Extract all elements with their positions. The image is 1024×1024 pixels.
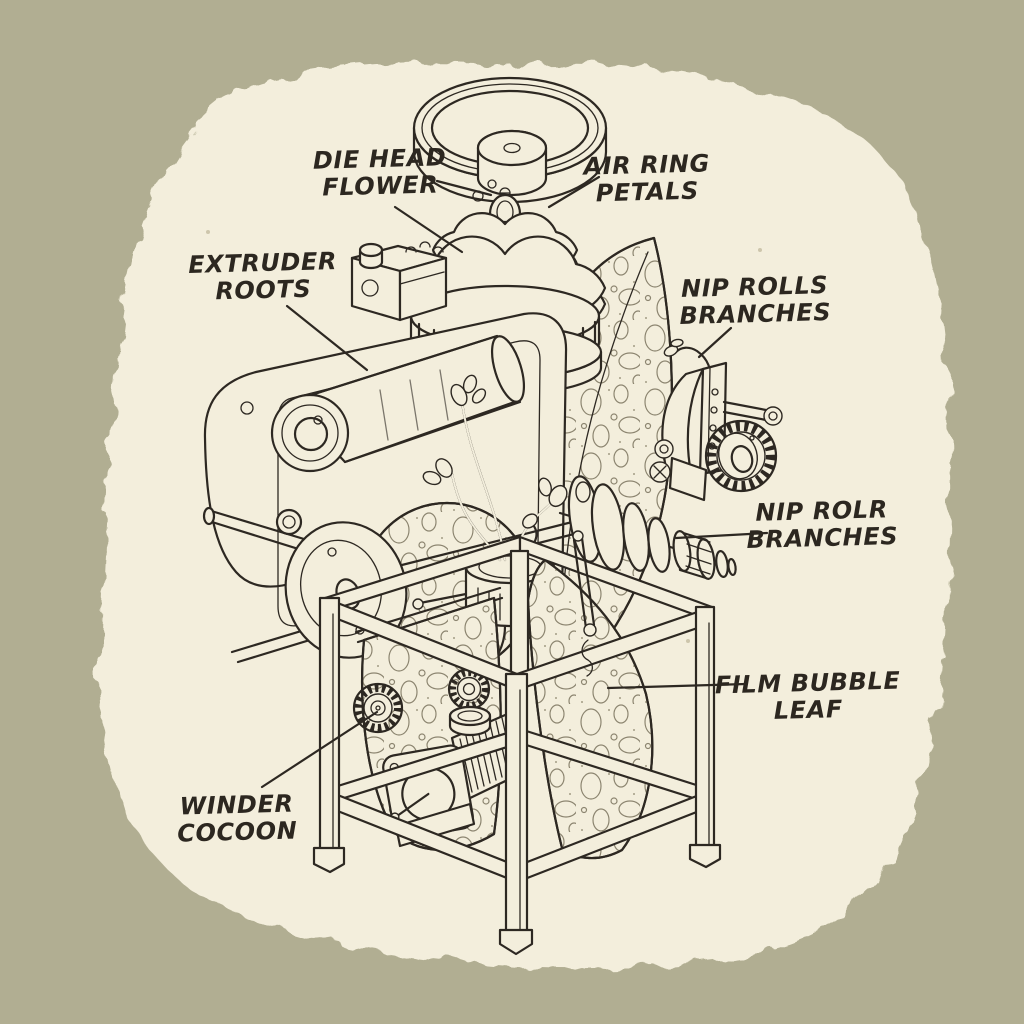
label-line: FILM BUBBLE [714,666,901,700]
leader-lines [260,175,769,789]
frame-drawing [312,535,722,956]
label-nip-rolls-branches: NIP ROLLS BRANCHES [679,271,832,330]
nip-rolls-assembly-drawing [649,338,783,502]
nip-roller-stack-drawing [558,475,737,677]
label-line: BRANCHES [679,298,832,330]
label-winder-cocoon: WINDER COCOON [176,790,298,848]
label-line: BRANCHES [746,522,899,554]
label-nip-rolr-branches: NIP ROLR BRANCHES [746,495,899,554]
control-box-drawing [350,241,448,322]
label-line: COCOON [176,816,298,848]
label-die-head-flower: DIE HEAD FLOWER [313,143,448,202]
label-line: ROOTS [215,274,312,306]
label-line: LEAF [773,695,844,725]
label-air-ring-petals: AIR RING PETALS [583,149,711,208]
label-line: EXTRUDER [187,247,338,279]
label-extruder-roots: EXTRUDER ROOTS [187,247,338,306]
label-line: FLOWER [321,170,439,202]
label-line: PETALS [595,176,700,208]
label-film-bubble-leaf: FILM BUBBLE LEAF [714,666,902,727]
air-ring-drawing [412,76,608,204]
